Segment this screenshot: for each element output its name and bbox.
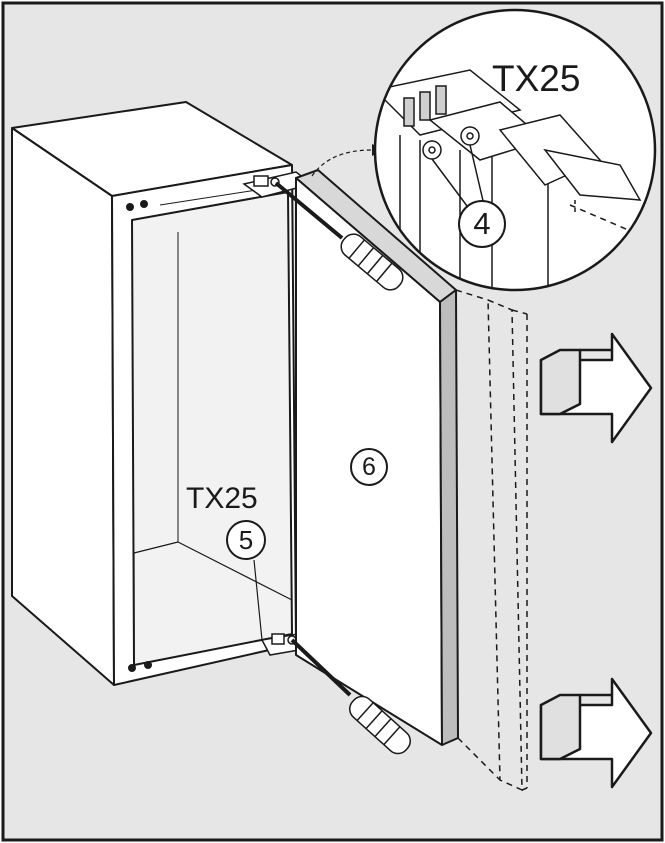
leader-line-5 <box>253 559 263 641</box>
step-number-4: 4 <box>458 200 506 248</box>
detail-pointer <box>311 149 373 177</box>
arrow-right-icon <box>539 332 653 444</box>
torx-size-label-bottom: TX25 <box>186 482 258 515</box>
door-target-outline <box>455 289 528 792</box>
screwdriver-icon <box>290 638 411 755</box>
arrow-right-icon <box>539 677 653 789</box>
step-number-5: 5 <box>226 520 266 560</box>
screwdriver-icon <box>274 181 404 291</box>
detail-magnifier <box>373 8 657 292</box>
step-number-6: 6 <box>350 448 388 486</box>
torx-size-label-top: TX25 <box>492 58 581 99</box>
